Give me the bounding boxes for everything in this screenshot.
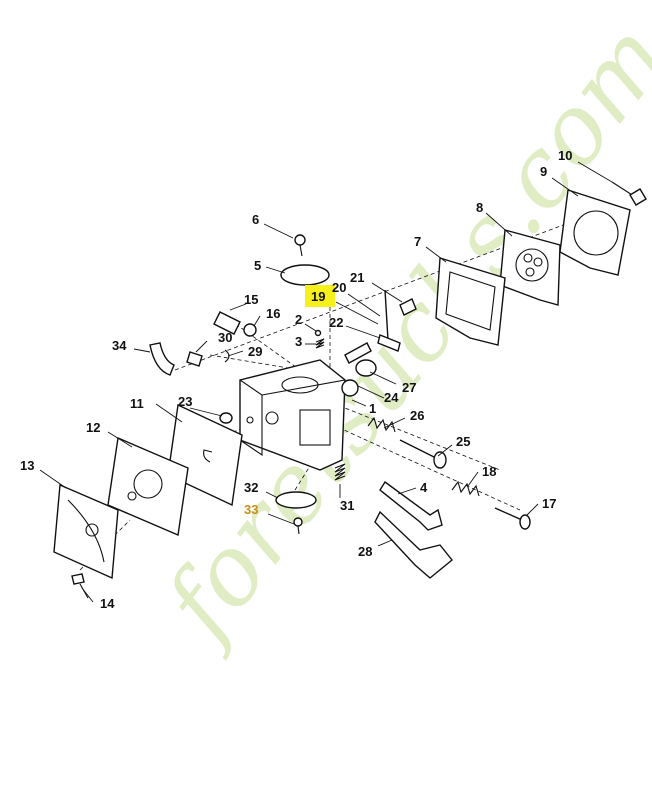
part-6-screw xyxy=(294,234,306,257)
part-25-screw xyxy=(399,439,447,469)
callout-20: 20 xyxy=(332,280,346,295)
part-26-spring xyxy=(367,416,396,433)
part-34-elbow xyxy=(149,342,175,376)
callout-2: 2 xyxy=(295,312,302,327)
callout-13: 13 xyxy=(20,458,34,473)
callout-1: 1 xyxy=(369,401,376,416)
callout-25: 25 xyxy=(456,434,470,449)
callout-17: 17 xyxy=(542,496,556,511)
callout-33: 33 xyxy=(244,502,258,517)
part-33-screw xyxy=(293,517,303,535)
callout-30: 30 xyxy=(218,330,232,345)
part-31-spring xyxy=(334,463,346,481)
callout-32: 32 xyxy=(244,480,258,495)
callout-19: 19 xyxy=(311,289,325,304)
callout-34: 34 xyxy=(112,338,127,353)
part-9-cover xyxy=(559,189,631,276)
callout-8: 8 xyxy=(476,200,483,215)
callout-9: 9 xyxy=(540,164,547,179)
callout-26: 26 xyxy=(410,408,424,423)
callout-7: 7 xyxy=(414,234,421,249)
callout-12: 12 xyxy=(86,420,100,435)
callout-5: 5 xyxy=(254,258,261,273)
callout-22: 22 xyxy=(329,315,343,330)
part-18-spring xyxy=(451,480,480,497)
callout-18: 18 xyxy=(482,464,496,479)
part-32-disc xyxy=(275,491,317,509)
part-13-cover xyxy=(53,483,119,580)
part-17-screw xyxy=(494,507,531,530)
part-20-21-22-needles xyxy=(344,289,417,364)
callout-29: 29 xyxy=(248,344,262,359)
callout-6: 6 xyxy=(252,212,259,227)
callout-15: 15 xyxy=(244,292,258,307)
callout-24: 24 xyxy=(384,390,399,405)
callout-11: 11 xyxy=(130,396,144,411)
part-7-gasket xyxy=(435,257,506,346)
part-5-disc xyxy=(280,264,330,286)
callout-19-highlight xyxy=(305,285,335,307)
callout-23: 23 xyxy=(178,394,192,409)
callout-labels: 10 9 8 7 6 5 21 20 19 22 15 16 2 3 30 29… xyxy=(20,148,572,611)
callout-31: 31 xyxy=(340,498,354,513)
part-28-lever xyxy=(374,510,453,579)
part-30-screw xyxy=(186,351,203,367)
callout-14: 14 xyxy=(100,596,115,611)
part-10-screw xyxy=(611,181,647,206)
callout-16: 16 xyxy=(266,306,280,321)
callout-27: 27 xyxy=(402,380,416,395)
part-4-lever xyxy=(379,480,443,531)
part-15-16-fitting xyxy=(213,311,257,337)
watermark-text: foretsuchs.com xyxy=(140,3,652,663)
part-23-pin xyxy=(219,412,233,424)
watermark: foretsuchs.com xyxy=(140,3,652,663)
part-2-3-spring xyxy=(314,329,325,349)
part-12-plate xyxy=(107,436,189,537)
callout-10: 10 xyxy=(558,148,572,163)
callout-28: 28 xyxy=(358,544,372,559)
callout-3: 3 xyxy=(295,334,302,349)
carburetor-body xyxy=(239,359,359,471)
callout-21: 21 xyxy=(350,270,364,285)
callout-4: 4 xyxy=(420,480,428,495)
part-14-screw xyxy=(71,573,89,599)
part-8-diaphragm xyxy=(499,229,561,306)
leader-lines xyxy=(39,161,613,603)
